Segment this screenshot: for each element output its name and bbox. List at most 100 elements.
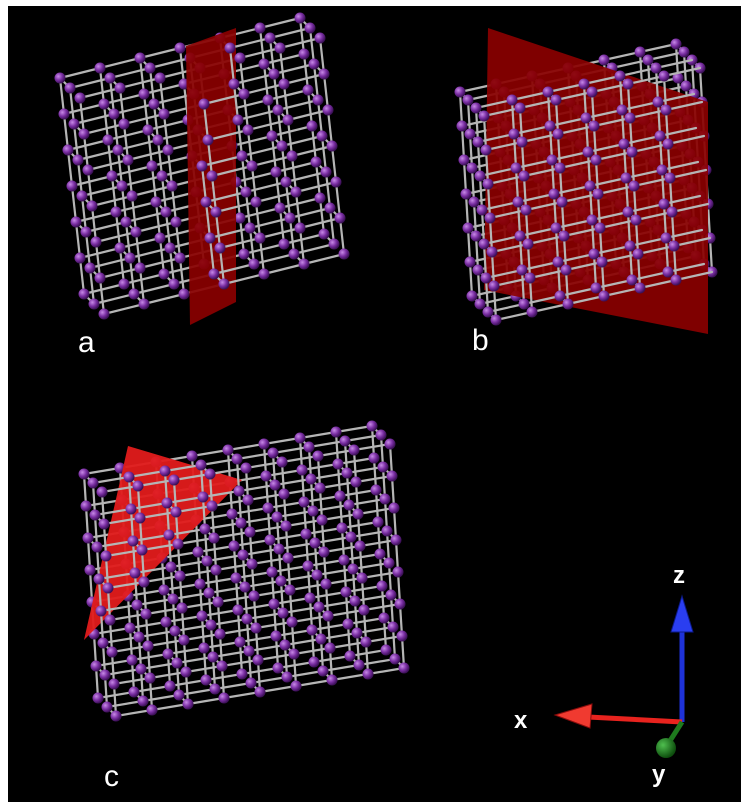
bond bbox=[106, 138, 114, 178]
atom bbox=[464, 256, 476, 268]
atom bbox=[254, 22, 266, 34]
atom bbox=[338, 248, 350, 260]
bond bbox=[226, 442, 266, 452]
bond bbox=[118, 236, 162, 250]
atom bbox=[171, 657, 183, 669]
bond bbox=[672, 244, 678, 282]
bond bbox=[230, 134, 274, 148]
bond bbox=[279, 573, 319, 583]
bond bbox=[668, 176, 674, 214]
bond bbox=[482, 242, 488, 280]
atom bbox=[97, 637, 109, 649]
bond bbox=[560, 192, 600, 204]
bond bbox=[338, 488, 378, 498]
atom bbox=[353, 659, 365, 671]
bond bbox=[138, 256, 182, 270]
atom bbox=[308, 58, 320, 70]
bond bbox=[264, 468, 304, 478]
atom bbox=[98, 308, 110, 320]
atom bbox=[232, 114, 244, 126]
bond bbox=[480, 208, 486, 246]
bond bbox=[317, 599, 357, 609]
axis-triad: z x y bbox=[514, 562, 694, 788]
bond bbox=[662, 194, 702, 206]
bond bbox=[222, 272, 266, 286]
atom bbox=[332, 458, 344, 470]
atom bbox=[201, 555, 213, 567]
atom bbox=[356, 572, 368, 584]
bond bbox=[212, 262, 256, 276]
bond bbox=[102, 92, 146, 106]
bond bbox=[160, 174, 168, 214]
atom bbox=[158, 108, 170, 120]
atom bbox=[96, 486, 108, 498]
bond bbox=[662, 74, 668, 112]
bond bbox=[321, 663, 361, 673]
atom bbox=[392, 566, 404, 578]
bond bbox=[654, 58, 694, 70]
bond bbox=[624, 168, 664, 180]
bond bbox=[320, 512, 360, 522]
bond bbox=[212, 530, 252, 540]
bond bbox=[328, 206, 336, 246]
atom bbox=[322, 104, 334, 116]
atom bbox=[334, 212, 346, 224]
atom bbox=[218, 692, 230, 704]
atom bbox=[588, 120, 600, 132]
atom bbox=[590, 154, 602, 166]
bond bbox=[126, 158, 134, 198]
bond bbox=[566, 294, 606, 306]
bond bbox=[163, 463, 203, 473]
bond bbox=[646, 50, 686, 62]
bond bbox=[202, 92, 246, 106]
bond bbox=[550, 150, 590, 162]
atom bbox=[91, 541, 103, 553]
atom bbox=[306, 624, 318, 636]
bond bbox=[486, 182, 492, 220]
bond bbox=[220, 658, 260, 668]
y-axis-marker bbox=[656, 738, 676, 758]
atom bbox=[298, 48, 310, 60]
atom bbox=[550, 222, 562, 234]
bond bbox=[698, 66, 704, 104]
atom bbox=[274, 202, 286, 214]
atom bbox=[216, 660, 228, 672]
atom bbox=[98, 98, 110, 110]
bond bbox=[262, 262, 306, 276]
bond bbox=[204, 672, 244, 682]
bond bbox=[656, 92, 696, 104]
bond bbox=[618, 66, 658, 78]
atom bbox=[277, 607, 289, 619]
atom bbox=[582, 146, 594, 158]
bond bbox=[88, 256, 132, 270]
bond bbox=[250, 556, 290, 566]
atom bbox=[316, 130, 328, 142]
bond bbox=[274, 628, 314, 638]
atom bbox=[309, 537, 321, 549]
atom bbox=[210, 564, 222, 576]
atom bbox=[169, 625, 181, 637]
bond bbox=[590, 210, 630, 222]
bond bbox=[236, 108, 280, 122]
bond bbox=[324, 576, 364, 586]
atom bbox=[266, 130, 278, 142]
bond bbox=[344, 584, 384, 594]
bond bbox=[114, 708, 154, 718]
bond bbox=[306, 558, 346, 568]
bond bbox=[510, 98, 516, 136]
atom bbox=[68, 118, 80, 130]
z-axis-arrowhead bbox=[670, 594, 694, 633]
bond bbox=[238, 46, 282, 60]
bond bbox=[86, 158, 130, 172]
bond bbox=[207, 585, 247, 595]
bond bbox=[554, 90, 594, 102]
atom bbox=[80, 500, 92, 512]
bond bbox=[472, 200, 478, 238]
atom bbox=[466, 162, 478, 174]
bond bbox=[322, 72, 330, 112]
bond bbox=[554, 218, 594, 230]
atom bbox=[476, 204, 488, 216]
atom bbox=[174, 42, 186, 54]
bond bbox=[252, 252, 296, 266]
bond bbox=[284, 170, 328, 184]
